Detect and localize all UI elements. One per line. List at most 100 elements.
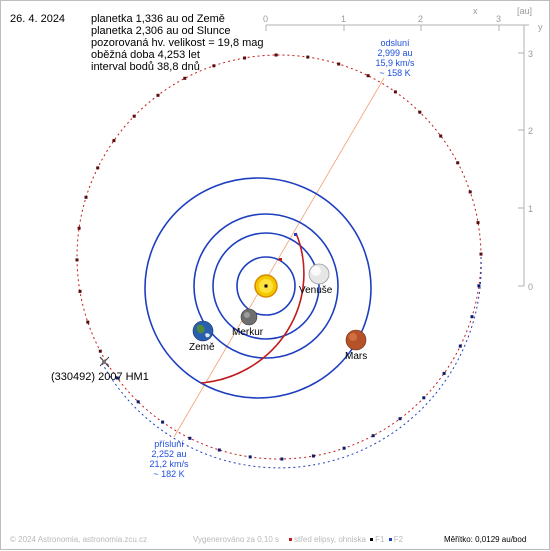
perihelion-distance: 2,252 au [151,449,187,459]
venus-icon [308,263,330,285]
orbit-point [112,139,116,143]
aphelion-distance: 2,999 au [377,48,413,58]
orbit-point [248,455,252,459]
f1-legend-text: F1 [375,535,385,544]
f2-legend-text: F2 [393,535,404,544]
earth-icon [192,320,214,342]
orbit-point [468,190,472,194]
copyright-text: © 2024 Astronomia, astronomia.zcu.cz [10,535,148,544]
aphelion-temperature: ~ 158 K [379,68,411,78]
orbit-point [96,166,100,170]
legend: střed elipsy, ohniska F1 F2 [287,535,403,544]
orbit-point [479,252,483,256]
orbit-point [418,110,422,114]
info-distance-earth: planetka 1,336 au od Země [91,13,225,25]
orbit-point [78,289,82,293]
info-distance-sun: planetka 2,306 au od Slunce [91,25,231,37]
orbit-point [86,320,90,324]
orbit-point [77,226,81,230]
info-orbital-period: oběžná doba 4,253 let [91,49,200,61]
perihelion-temperature: ~ 182 K [153,469,185,479]
perihelion-title: přísluní [154,439,184,449]
y-axis-label: y [538,22,543,32]
f2-legend-marker [388,537,392,541]
y-tick-3: 3 [528,49,533,59]
orbit-point [217,448,221,452]
x-tick-2: 2 [418,14,423,24]
y-tick-1: 1 [528,204,533,214]
earth-label: Země [189,342,215,353]
orbit-point [212,64,216,68]
apsis-line [173,77,385,438]
orbit-point [243,56,247,60]
x-tick-3: 3 [496,14,501,24]
orbit-point [398,417,402,421]
mars-icon [345,329,367,351]
center-legend-text: střed elipsy, ohniska [294,535,366,544]
orbit-point [274,53,278,57]
mars-orbit [144,177,372,399]
orbit-point [311,454,315,458]
orbit-point [188,436,192,440]
orbit-point [422,396,426,400]
orbit-point [156,93,160,97]
right-axis: y 3 2 1 0 [518,22,543,292]
focus-f2-marker [294,233,297,236]
info-magnitude: pozorovaná hv. velikost = 19,8 mag [91,37,264,49]
aphelion-title: odsluní [380,38,410,48]
x-tick-0: 0 [263,14,268,24]
x-axis-label: x [473,6,478,16]
orbit-point [161,420,165,424]
asteroid-orbit-south [100,256,482,469]
asteroid-label: (330492) 2007 HM1 [51,371,149,383]
aphelion-label: odsluní 2,999 au 15,9 km/s ~ 158 K [375,38,415,78]
orbit-point [75,258,79,262]
mercury-label: Merkur [232,327,264,338]
orbit-point [98,349,102,353]
orbit-point [84,195,88,199]
orbit-point [393,90,397,94]
orbit-point [442,371,446,375]
y-tick-2: 2 [528,126,533,136]
mars-label: Mars [345,351,368,362]
orbit-point [458,344,462,348]
observation-date: 26. 4. 2024 [10,13,66,25]
top-axis: 0 1 2 3 x [au] [263,6,532,31]
orbit-point [371,434,375,438]
orbit-center-marker [279,258,282,261]
axis-unit: [au] [517,6,532,16]
aphelion-speed: 15,9 km/s [375,58,415,68]
orbit-point [456,161,460,165]
y-tick-0: 0 [528,282,533,292]
orbit-point [306,55,310,59]
sun-icon [254,274,278,298]
perihelion-speed: 21,2 km/s [149,459,189,469]
x-tick-1: 1 [341,14,346,24]
center-legend-marker [289,537,292,541]
orbit-point [136,400,140,404]
orbit-point [132,114,136,118]
asteroid-orbit-north [76,54,482,460]
orbit-point [183,76,187,80]
earth-orbit [193,213,339,359]
orbit-point [115,376,119,380]
orbit-point [439,134,443,138]
mars-orbit-arc [200,232,305,384]
perihelion-label: přísluní 2,252 au 21,2 km/s ~ 182 K [139,439,199,479]
info-point-interval: interval bodů 38,8 dnů [91,61,200,73]
mercury-icon [240,308,258,326]
orbit-point [280,457,284,461]
generation-time: Vygenerováno za 0,10 s [193,535,279,544]
orbit-point [470,315,474,319]
orbit-point [342,446,346,450]
orbit-point [337,62,341,66]
asteroid-marker-icon [99,356,110,368]
f1-legend-marker [370,537,374,541]
orbit-point [366,74,370,78]
asteroid-info: planetka 1,336 au od Země planetka 2,306… [91,13,264,73]
venus-orbit [212,232,320,340]
asteroid-position-points [75,53,483,461]
scale-text: Měřítko: 0,0129 au/bod [444,535,527,544]
